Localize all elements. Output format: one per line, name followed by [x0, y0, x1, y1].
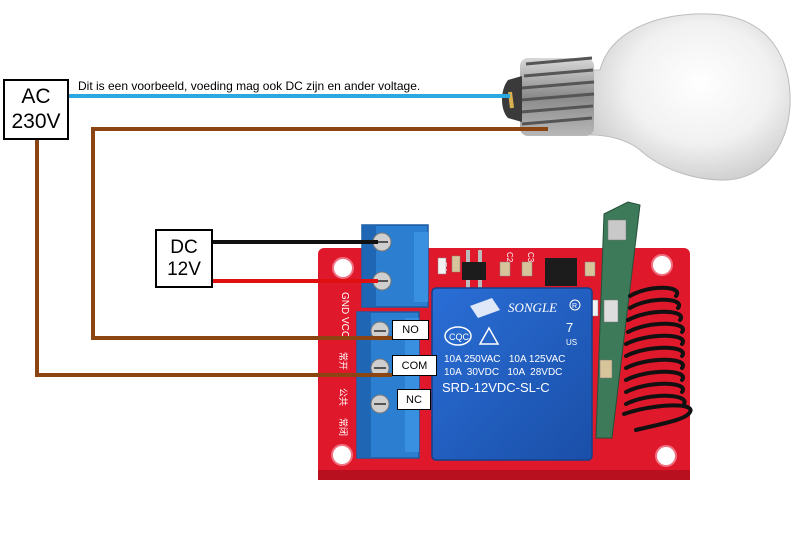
coil-antenna	[622, 285, 693, 432]
power-silkscreen-label: GND VCC	[339, 292, 350, 338]
mounting-holes	[331, 254, 677, 467]
silkscreen-label-com: 公共	[337, 388, 348, 406]
warning-triangle-icon	[478, 326, 500, 345]
terminal-label-nc: NC	[397, 389, 431, 410]
svg-text:R: R	[572, 303, 577, 310]
ac-voltage: 230V	[11, 109, 61, 133]
dc-label: DC	[170, 236, 198, 258]
relay-rating-2: 10A 30VDC 10A 28VDC	[444, 367, 562, 378]
relay-model: SRD-12VDC-SL-C	[442, 380, 550, 395]
ac-label: AC	[21, 85, 51, 109]
relay-brand: SONGLE	[508, 300, 557, 315]
silkscreen-label-no: 常开	[337, 352, 349, 370]
wire-brown-lamp-to-no	[91, 127, 548, 340]
wire-brown-ac-to-com	[35, 140, 392, 377]
smd-components	[437, 250, 599, 317]
dc-voltage: 12V	[167, 258, 201, 280]
dc-source-box: DC 12V	[155, 229, 213, 288]
wires	[35, 94, 548, 377]
relay-module-board: GND VCC 常开 公共 常闭 R1 C2 C3	[318, 201, 693, 480]
bulb-base	[502, 56, 595, 136]
silkscreen-label-c3: C3	[526, 252, 535, 263]
example-note: Dit is een voorbeeld, voeding mag ook DC…	[78, 79, 421, 93]
terminal-label-no: NO	[392, 320, 429, 340]
us-mark: US	[566, 338, 577, 347]
light-bulb-icon	[502, 13, 791, 181]
rf-receiver-module	[595, 201, 641, 439]
relay-rating-1: 10A 250VAC 10A 125VAC	[444, 354, 565, 365]
terminal-label-com: COM	[392, 355, 437, 376]
power-screw-terminal	[361, 224, 429, 308]
relay-digit: 7	[566, 320, 573, 335]
relay-component: SONGLE R CQC 7 US 10A 250VAC 10A 125VAC …	[431, 287, 593, 461]
silkscreen-label-c2: C2	[505, 252, 514, 263]
silkscreen-label-nc: 常闭	[337, 418, 349, 436]
cqc-mark-icon	[444, 326, 472, 346]
ac-source-box: AC 230V	[3, 79, 69, 140]
songle-logo-icon	[470, 298, 500, 318]
approval-mark: CQC	[449, 332, 470, 342]
